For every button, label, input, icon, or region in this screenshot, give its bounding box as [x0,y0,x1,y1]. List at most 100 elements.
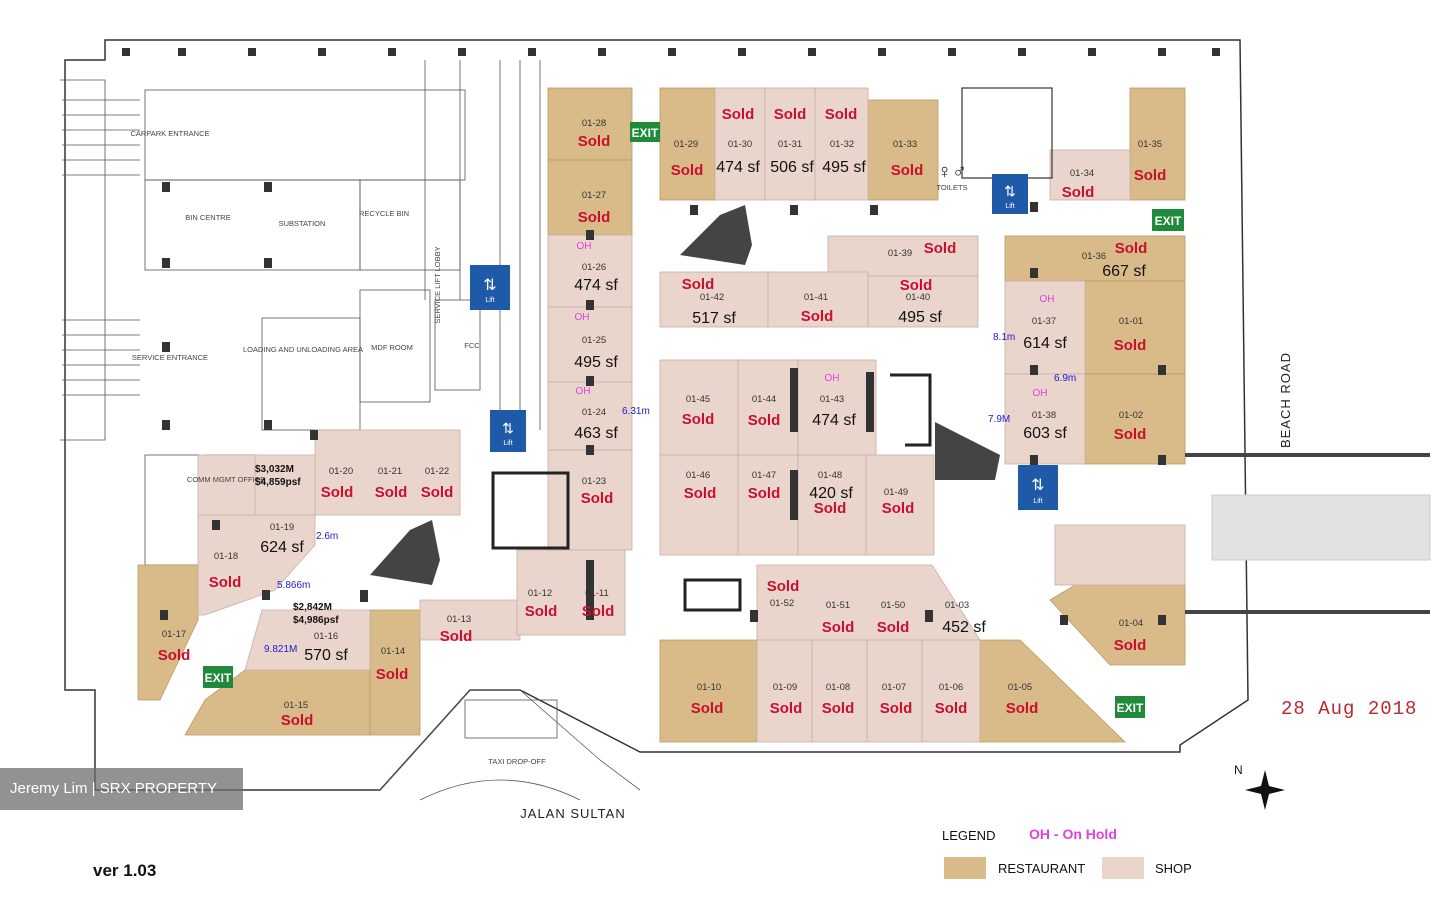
unit-01-02 [1084,373,1186,465]
sold-label: Sold [421,484,454,501]
unit-id: 01-40 [906,292,930,303]
unit-id: 01-31 [778,139,802,150]
unit-id: 01-11 [585,588,609,599]
sold-label: Sold [814,500,847,517]
columns [122,48,1220,625]
unit-id: 01-09 [773,682,797,693]
size-label: 667 sf [1102,263,1146,280]
sold-label: Sold [748,412,781,429]
on-hold-label: OH [1040,294,1055,305]
sold-label: Sold [924,240,957,257]
size-label: 614 sf [1023,335,1067,352]
taxi-drop-off [379,689,641,801]
svg-text:6.31m: 6.31m [622,406,650,417]
legend-restaurant-swatch [944,857,986,879]
sold-label: Sold [440,628,473,645]
svg-text:6.9m: 6.9m [1054,373,1076,384]
svg-text:⇅: ⇅ [502,420,514,436]
sold-label: Sold [767,578,800,595]
unit-id: 01-22 [425,466,449,477]
on-hold-label: OH [575,312,590,323]
unit-id: 01-01 [1119,316,1143,327]
legend-shop-label: SHOP [1155,861,1192,876]
unit-id: 01-02 [1119,410,1143,421]
room-labels: CARPARK ENTRANCE SERVICE ENTRANCE BIN CE… [130,129,546,766]
svg-text:RECYCLE BIN: RECYCLE BIN [359,209,409,218]
unit-id: 01-42 [700,292,724,303]
unit-id: 01-50 [881,600,905,611]
sold-label: Sold [158,647,191,664]
restaurant-units [137,87,1186,743]
unit-id: 01-15 [284,700,308,711]
sold-label: Sold [748,485,781,502]
size-label: 506 sf [770,159,814,176]
unit-id: 01-30 [728,139,752,150]
sold-label: Sold [1114,637,1147,654]
unit-id: 01-43 [820,394,844,405]
ramp-lines [60,79,106,441]
sold-label: Sold [877,619,910,636]
on-hold-label: OH [576,386,591,397]
unit-id: 01-34 [1070,168,1094,179]
unit-id: 01-41 [804,292,828,303]
sold-label: Sold [691,700,724,717]
svg-text:EXIT: EXIT [1155,214,1182,228]
ramp-stripes [62,99,140,396]
svg-text:7.9M: 7.9M [988,414,1010,425]
unit-01-04 [1049,584,1186,666]
price-psf: $4,859psf [255,477,301,488]
unit-id: 01-29 [674,139,698,150]
svg-text:SERVICE ENTRANCE: SERVICE ENTRANCE [132,353,208,362]
shop-units [197,87,1186,743]
unit-id: 01-39 [888,248,912,259]
compass-icon: N [1234,763,1285,810]
sold-label: Sold [375,484,408,501]
sold-label: Sold [671,162,704,179]
sold-label: Sold [1062,184,1095,201]
size-label: 420 sf [809,485,853,502]
size-label: 452 sf [942,619,986,636]
legend-restaurant-label: RESTAURANT [998,861,1086,876]
svg-text:BIN CENTRE: BIN CENTRE [185,213,230,222]
sold-label: Sold [882,500,915,517]
sold-label: Sold [900,277,933,294]
svg-text:SERVICE LIFT LOBBY: SERVICE LIFT LOBBY [433,246,442,323]
sold-label: Sold [682,411,715,428]
sold-label: Sold [1115,240,1148,257]
unit-id: 01-33 [893,139,917,150]
legend-shop-swatch [1102,857,1144,879]
unit-id: 01-03 [945,600,969,611]
unit-01-27 [547,159,633,236]
toilet-icon: ♀♂ TOILETS [936,161,967,192]
unit-id: 01-48 [818,470,842,481]
svg-text:9.821M: 9.821M [264,644,297,655]
unit-id: 01-38 [1032,410,1056,421]
size-label: 570 sf [304,647,348,664]
unit-01-01 [1084,280,1186,375]
svg-text:TOILETS: TOILETS [936,183,967,192]
unit-id: 01-21 [378,466,402,477]
unit-id: 01-35 [1138,139,1162,150]
sold-label: Sold [935,700,968,717]
unit-id: 01-24 [582,407,606,418]
lift-icon: Lift⇅ [992,174,1028,214]
unit-id: 01-47 [752,470,776,481]
svg-text:MDF ROOM: MDF ROOM [371,343,413,352]
svg-text:EXIT: EXIT [1117,701,1144,715]
unit-id: 01-13 [447,614,471,625]
price-annotations: $3,032M $4,859psf $2,842M $4,986psf [255,464,339,626]
footbridge [1185,453,1431,614]
sold-label: Sold [682,276,715,293]
size-label: 495 sf [574,354,618,371]
exit-sign: EXIT [1152,209,1184,231]
sold-label: Sold [578,209,611,226]
svg-text:8.1m: 8.1m [993,332,1015,343]
unit-01-14 [369,609,421,736]
exit-sign: EXIT [203,666,233,688]
unit-id: 01-20 [329,466,353,477]
size-label: 495 sf [898,309,942,326]
sold-label: Sold [825,106,858,123]
svg-text:TAXI DROP-OFF: TAXI DROP-OFF [488,757,546,766]
lift-icon: Lift⇅ [1018,465,1058,510]
